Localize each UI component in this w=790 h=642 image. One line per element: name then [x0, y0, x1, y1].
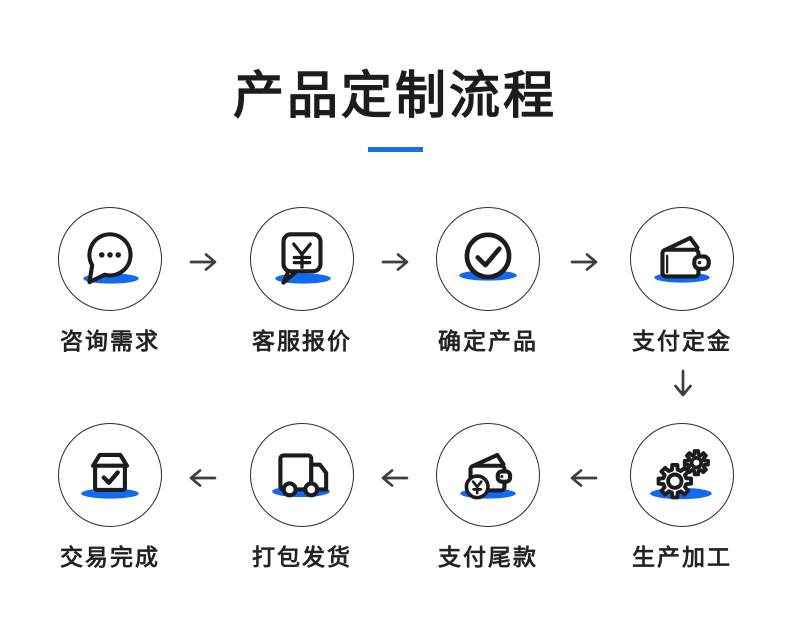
step-label: 支付定金 — [632, 328, 732, 354]
step-deal-complete: 交易完成 — [45, 423, 175, 572]
quote-bubble-yen-icon — [275, 232, 331, 285]
check-circle-icon — [459, 232, 517, 281]
step-quote: 客服报价 — [237, 207, 367, 356]
right-arrow-icon — [187, 250, 219, 274]
title-underline — [368, 147, 423, 152]
step-circle — [630, 207, 734, 311]
step-consult: 咨询需求 — [45, 207, 175, 356]
page-title: 产品定制流程 — [232, 67, 557, 124]
step-label: 客服报价 — [252, 328, 352, 354]
left-arrow-icon — [568, 466, 600, 490]
wallet-yen-icon — [460, 452, 516, 500]
step-circle — [250, 207, 354, 311]
wallet-icon — [654, 235, 711, 283]
step-circle — [58, 207, 162, 311]
right-arrow-icon — [379, 250, 411, 274]
step-pay-deposit: 支付定金 — [617, 207, 747, 356]
step-circle — [250, 423, 354, 527]
step-label: 交易完成 — [60, 544, 160, 570]
step-label: 支付尾款 — [438, 544, 538, 570]
down-arrow-icon — [671, 367, 695, 399]
left-arrow-icon — [379, 466, 411, 490]
step-label: 咨询需求 — [60, 328, 160, 354]
step-label: 打包发货 — [252, 544, 352, 570]
step-production: 生产加工 — [617, 423, 747, 572]
truck-icon — [272, 453, 330, 498]
step-pack-ship: 打包发货 — [237, 423, 367, 572]
step-circle — [436, 423, 540, 527]
step-label: 确定产品 — [438, 328, 538, 354]
step-confirm-product: 确定产品 — [423, 207, 553, 356]
package-check-icon — [81, 452, 139, 499]
chat-bubble-icon — [83, 232, 139, 285]
step-label: 生产加工 — [632, 544, 732, 570]
step-circle — [436, 207, 540, 311]
left-arrow-icon — [187, 466, 219, 490]
right-arrow-icon — [568, 250, 600, 274]
step-circle — [58, 423, 162, 527]
step-pay-balance: 支付尾款 — [423, 423, 553, 572]
step-circle — [630, 423, 734, 527]
gears-icon — [650, 449, 712, 500]
